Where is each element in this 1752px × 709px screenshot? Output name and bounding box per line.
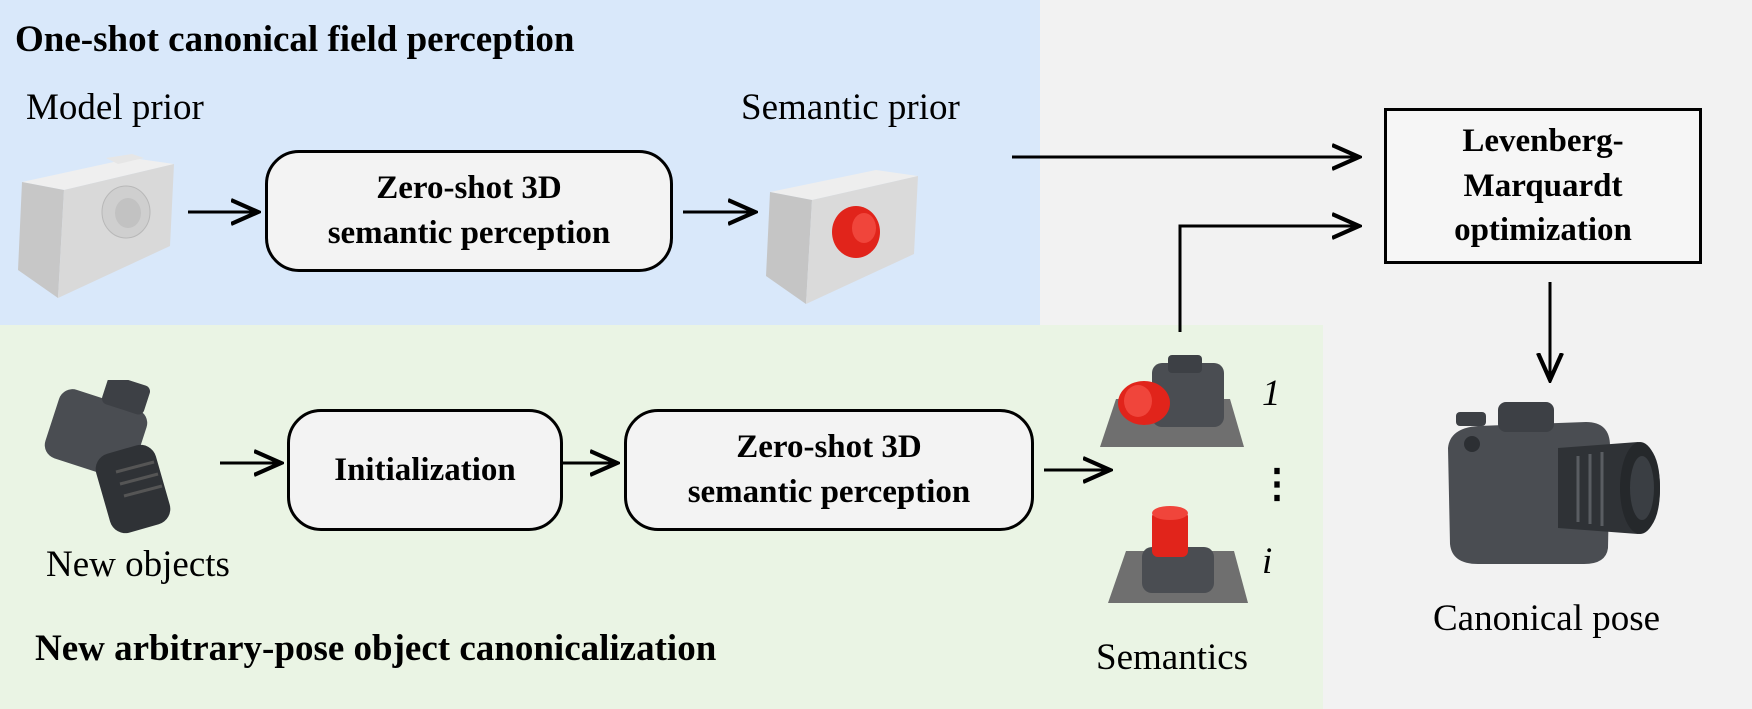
optimizer-line-3: optimization xyxy=(1454,212,1632,249)
semantics-index-last: i xyxy=(1262,541,1273,582)
bottom-semantic-perception-box: Zero-shot 3D semantic perception xyxy=(624,409,1034,531)
semantics-label: Semantics xyxy=(1096,637,1249,678)
semantics-index-ellipsis: ⋮ xyxy=(1257,461,1297,506)
levenberg-marquardt-box: Levenberg- Marquardt optimization xyxy=(1384,108,1702,264)
initialization-box: Initialization xyxy=(287,409,563,531)
semantic-prior-mesh xyxy=(766,170,918,304)
canonical-pose-label: Canonical pose xyxy=(1433,598,1661,639)
model-prior-label: Model prior xyxy=(26,87,204,128)
bottom-section-title: New arbitrary-pose object canonicalizati… xyxy=(35,628,717,669)
semantics-index-first: 1 xyxy=(1262,373,1281,414)
optimizer-line-2: Marquardt xyxy=(1463,167,1623,204)
bottom-perception-line-1: Zero-shot 3D xyxy=(736,429,922,466)
semantics-sample-last xyxy=(1108,506,1248,603)
canonical-pose-camera xyxy=(1448,402,1660,564)
top-perception-line-1: Zero-shot 3D xyxy=(376,170,562,207)
bottom-perception-line-2: semantic perception xyxy=(687,474,971,510)
new-objects-label: New objects xyxy=(46,544,230,585)
arrow-semantics-to-optimizer xyxy=(1178,226,1359,332)
optimizer-line-1: Levenberg- xyxy=(1462,123,1624,160)
top-perception-line-2: semantic perception xyxy=(327,215,611,251)
semantic-prior-label: Semantic prior xyxy=(741,87,960,128)
initialization-label: Initialization xyxy=(334,451,516,488)
top-semantic-perception-box: Zero-shot 3D semantic perception xyxy=(265,150,673,272)
top-section-title: One-shot canonical field perception xyxy=(15,19,575,60)
model-prior-mesh xyxy=(18,154,174,298)
semantics-sample-first xyxy=(1100,355,1244,447)
new-object-camera xyxy=(44,380,171,534)
